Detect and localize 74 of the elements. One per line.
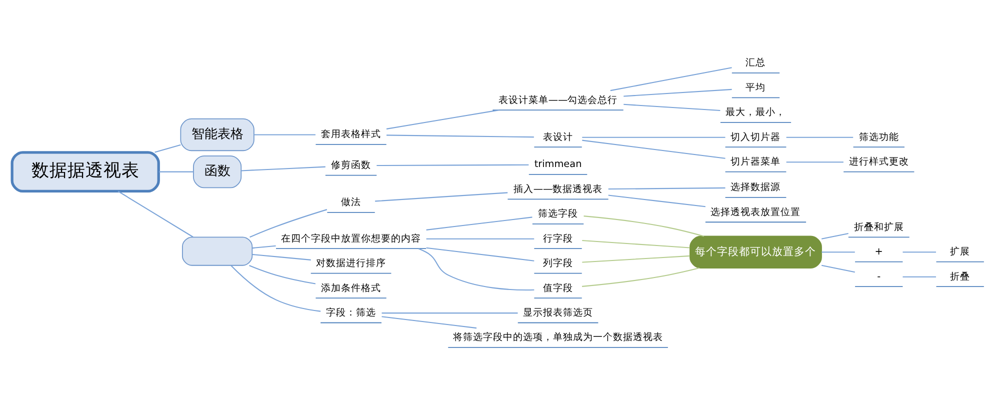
- connector: [386, 109, 500, 129]
- connector: [582, 239, 690, 248]
- connector: [382, 312, 518, 314]
- connector: [624, 88, 732, 96]
- node-text: 表设计菜单——勾选会总行: [498, 94, 618, 106]
- node-text: 筛选功能: [858, 131, 899, 142]
- node-text: trimmean: [534, 158, 582, 170]
- connector: [241, 166, 326, 171]
- connector: [426, 246, 534, 261]
- node-text: 在四个字段中放置你想要的内容: [281, 232, 422, 244]
- node-text: 选择透视表放置位置: [710, 206, 801, 218]
- connector: [582, 267, 700, 286]
- node-text: 套用表格样式: [321, 128, 382, 140]
- node-text: 列字段: [543, 258, 574, 269]
- connector: [386, 134, 534, 138]
- node-text: 最大，最小，: [726, 106, 786, 118]
- node-box: 智能表格: [180, 118, 254, 151]
- connector: [426, 216, 532, 230]
- node-text: 折叠和扩展: [854, 221, 904, 232]
- node-text: 平均: [746, 82, 766, 93]
- node-text: 表设计: [543, 131, 574, 142]
- connector: [250, 208, 328, 238]
- connector: [821, 264, 855, 272]
- connector: [382, 316, 477, 328]
- connector: [822, 251, 855, 252]
- connector: [610, 66, 732, 91]
- connector: [254, 134, 316, 135]
- connector: [252, 253, 311, 260]
- node-text: 切片器菜单: [730, 156, 781, 168]
- connector: [418, 248, 534, 290]
- connector: [582, 254, 690, 262]
- connector: [582, 139, 726, 158]
- connector: [154, 144, 181, 152]
- node-text: 对数据进行排序: [316, 258, 386, 269]
- connector: [902, 276, 936, 277]
- node-text: 修剪函数: [331, 160, 372, 171]
- node-text: +: [874, 246, 883, 258]
- connector: [786, 161, 844, 162]
- node-text: 进行样式更改: [848, 156, 909, 168]
- node-text: 行字段: [543, 232, 574, 244]
- node-text: 筛选字段: [538, 208, 578, 220]
- node-text: 添加条件格式: [321, 282, 382, 294]
- connector: [249, 264, 316, 284]
- connector: [786, 136, 854, 138]
- connector: [608, 194, 706, 207]
- node-box: [182, 236, 253, 266]
- connector: [821, 232, 848, 239]
- connector: [584, 215, 704, 236]
- node-box: 数据据透视表: [10, 150, 160, 192]
- connector: [375, 192, 508, 202]
- node-text: 将筛选字段中的选项，单独成为一个数据透视表: [453, 332, 664, 343]
- node-text: -: [877, 270, 881, 282]
- connector: [624, 103, 720, 110]
- node-box: 每个字段都可以放置多个: [690, 235, 822, 268]
- connector: [118, 190, 194, 237]
- connector: [158, 170, 194, 172]
- connector: [252, 244, 276, 248]
- node-text: 切入切片器: [730, 131, 781, 142]
- connector: [376, 164, 529, 166]
- node-text: 值字段: [543, 282, 574, 294]
- node-text: 字段：筛选: [326, 307, 376, 318]
- node-text: 扩展: [950, 246, 970, 258]
- connector: [426, 238, 534, 239]
- node-text: 汇总: [746, 57, 766, 68]
- connector: [230, 264, 321, 312]
- node-text: 折叠: [950, 270, 970, 282]
- node-text: 显示报表筛选页: [523, 307, 594, 318]
- connector: [608, 186, 726, 190]
- connector: [902, 251, 936, 252]
- node-text: 做法: [341, 196, 362, 208]
- node-text: 选择数据源: [730, 182, 781, 193]
- connector: [582, 136, 726, 138]
- node-text: 插入——数据透视表: [513, 183, 603, 194]
- node-box: 函数: [193, 154, 242, 188]
